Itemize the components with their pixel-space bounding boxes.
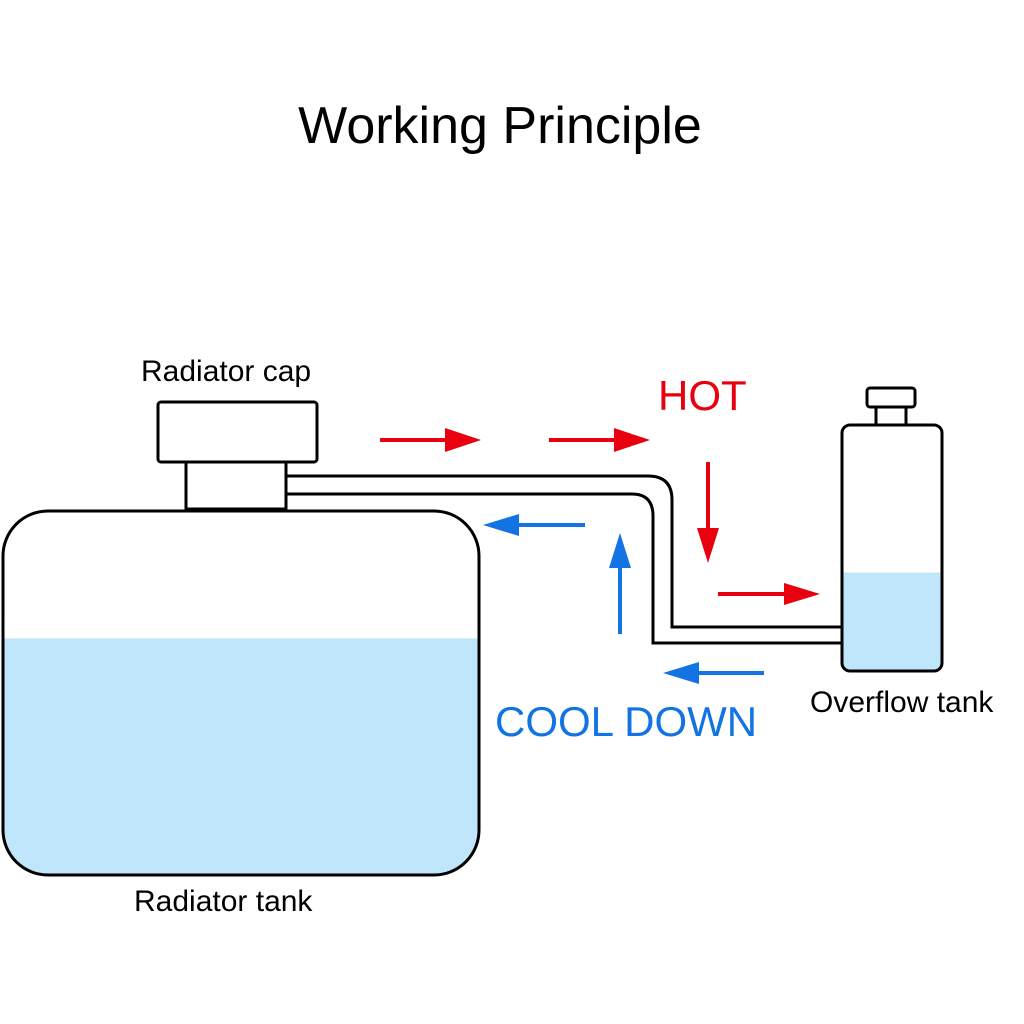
radiator-cap-label: Radiator cap xyxy=(141,355,312,388)
radiator-tank-label: Radiator tank xyxy=(134,885,313,918)
radiator-cap-top xyxy=(156,400,319,464)
page-title: Working Principle xyxy=(298,97,702,155)
hot-flow-arrows xyxy=(380,428,820,605)
radiator-cap xyxy=(156,400,319,513)
cool-down-label: COOL DOWN xyxy=(495,698,758,745)
cool-arrow-left-2 xyxy=(663,662,764,684)
cool-arrow-up xyxy=(609,533,631,634)
hose-outer-line xyxy=(286,474,841,629)
hot-arrow-down xyxy=(697,462,719,563)
radiator-tank-coolant xyxy=(3,638,479,875)
overflow-hose xyxy=(286,474,841,645)
overflow-tank-coolant xyxy=(842,572,942,671)
hot-arrow-right-2 xyxy=(549,428,650,452)
cool-arrow-left-1 xyxy=(483,514,585,536)
hot-label: HOT xyxy=(658,372,747,419)
radiator-tank xyxy=(1,509,481,877)
overflow-tank xyxy=(840,386,944,673)
cool-flow-arrows xyxy=(483,514,764,684)
overflow-tank-neck xyxy=(874,405,908,427)
hot-arrow-right-1 xyxy=(380,428,481,452)
overflow-tank-label: Overflow tank xyxy=(810,686,994,719)
hose-inner-line xyxy=(286,492,841,645)
hot-arrow-right-3 xyxy=(718,583,820,605)
overflow-tank-cap xyxy=(865,386,917,409)
radiator-cap-neck xyxy=(184,460,288,512)
